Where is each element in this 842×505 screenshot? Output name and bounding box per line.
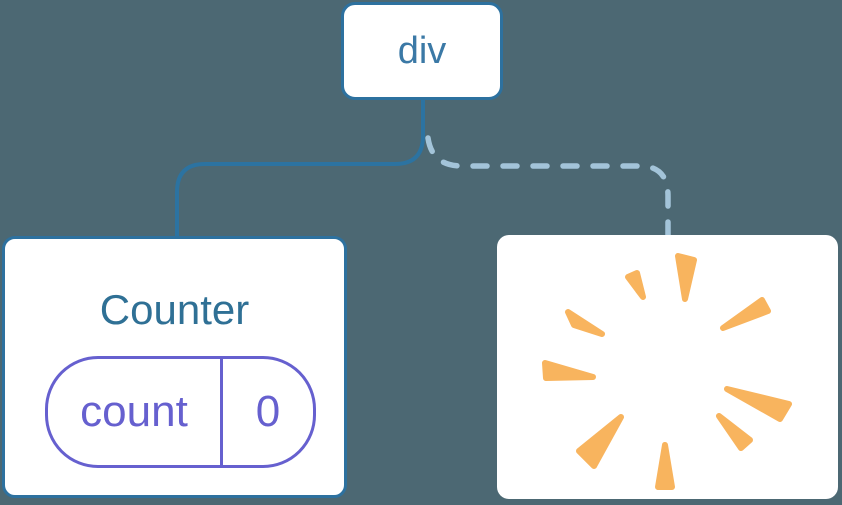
state-pill: count 0 — [45, 356, 316, 468]
root-node-label: div — [397, 29, 447, 72]
poof-starburst-icon — [542, 253, 792, 490]
connector-removed-line — [425, 135, 671, 240]
counter-node-title: Counter — [99, 286, 250, 333]
removed-node — [497, 235, 838, 499]
counter-node: Counter count 0 — [2, 236, 347, 498]
connector-kept-line — [175, 100, 425, 240]
state-pill-divider — [220, 359, 223, 465]
root-node-div: div — [341, 2, 503, 100]
state-key-label: count — [80, 387, 188, 436]
state-value-label: 0 — [255, 387, 281, 436]
